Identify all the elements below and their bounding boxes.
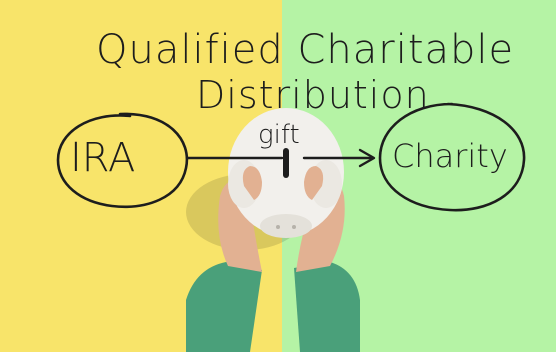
piggy-nostril-left: [276, 225, 280, 229]
right-sleeve: [294, 262, 360, 352]
piggy-nostril-right: [292, 225, 296, 229]
ira-label: IRA: [70, 135, 136, 181]
left-hand: [218, 179, 262, 272]
arrow-head-icon: [358, 148, 376, 168]
title-line-1: Qualified Charitable: [96, 27, 515, 73]
right-fingers: [304, 166, 324, 200]
left-fingers: [242, 166, 262, 200]
charity-label: Charity: [392, 137, 508, 175]
title-line-2: Distribution: [196, 73, 430, 117]
charity-circle: [378, 102, 526, 212]
left-sleeve: [186, 262, 262, 352]
gift-label: gift: [258, 120, 300, 150]
coin-slot: [283, 148, 289, 178]
ira-circle: [56, 112, 189, 208]
piggy-snout: [260, 214, 312, 238]
